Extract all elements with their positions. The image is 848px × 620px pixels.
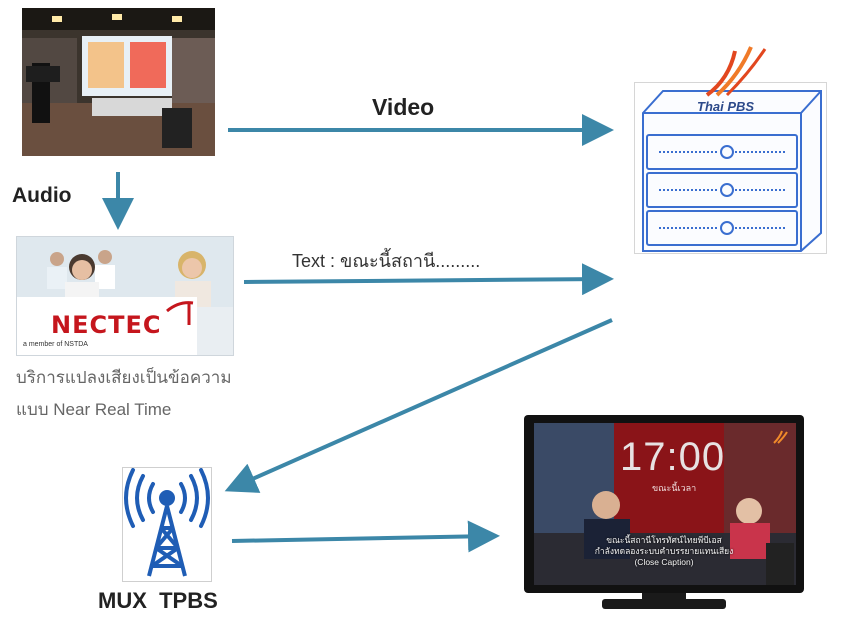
arrow-text xyxy=(243,263,614,296)
antenna-icon xyxy=(124,468,210,577)
server-rack-graphic xyxy=(642,90,822,252)
label-text: Text : ขณะนี้สถานี......... xyxy=(292,251,481,271)
caption-line-1: ขณะนี้สถานีโทรทัศน์ไทยพีบีเอส xyxy=(606,535,722,545)
thaipbs-bird-icon xyxy=(699,39,769,104)
label-video: Video xyxy=(372,94,435,120)
nectec-logo-text: NECTEC xyxy=(51,311,162,339)
studio-photo xyxy=(22,8,215,156)
tv-screen: 17:00 ขณะนี้เวลา ขณะนี้สถานีโทรทัศน์ไทยพ… xyxy=(534,423,796,585)
arrow-to-tv xyxy=(231,520,500,553)
nectec-panel: NECTEC a member of NSTDA xyxy=(16,236,234,356)
tv-clock-sub: ขณะนี้เวลา xyxy=(652,483,697,493)
tv-clock: 17:00 xyxy=(620,435,726,479)
tv-stand-base xyxy=(602,599,726,609)
tv-channel-logo-icon xyxy=(772,429,788,450)
nectec-logo-box: NECTEC a member of NSTDA xyxy=(17,297,197,355)
arrow-to-mux xyxy=(224,318,613,493)
tv-caption-block: ขณะนี้สถานีโทรทัศน์ไทยพีบีเอส กำลังทดลอง… xyxy=(564,535,764,568)
studio-scene xyxy=(22,8,215,156)
label-service-line1: บริการแปลงเสียงเป็นข้อความ xyxy=(16,368,232,387)
caption-line-2: กำลังทดลองระบบคำบรรยายแทนเสียง xyxy=(594,546,734,556)
caption-line-3: (Close Caption) xyxy=(634,557,694,567)
label-service-line2: แบบ Near Real Time xyxy=(16,400,172,419)
news-scene xyxy=(534,423,796,585)
nectec-swoosh-icon xyxy=(165,299,195,334)
antenna-box xyxy=(122,467,212,582)
server-brand-label: Thai PBS xyxy=(697,99,755,114)
tv-bezel: 17:00 ขณะนี้เวลา ขณะนี้สถานีโทรทัศน์ไทยพ… xyxy=(524,415,804,593)
nectec-tagline: a member of NSTDA xyxy=(23,341,88,348)
thaipbs-server: Thai PBS xyxy=(634,46,827,254)
label-audio: Audio xyxy=(12,184,72,207)
tv-stand-neck xyxy=(642,593,686,599)
tv-frame: 17:00 ขณะนี้เวลา ขณะนี้สถานีโทรทัศน์ไทยพ… xyxy=(474,413,848,620)
label-mux: MUX TPBS xyxy=(98,588,218,613)
